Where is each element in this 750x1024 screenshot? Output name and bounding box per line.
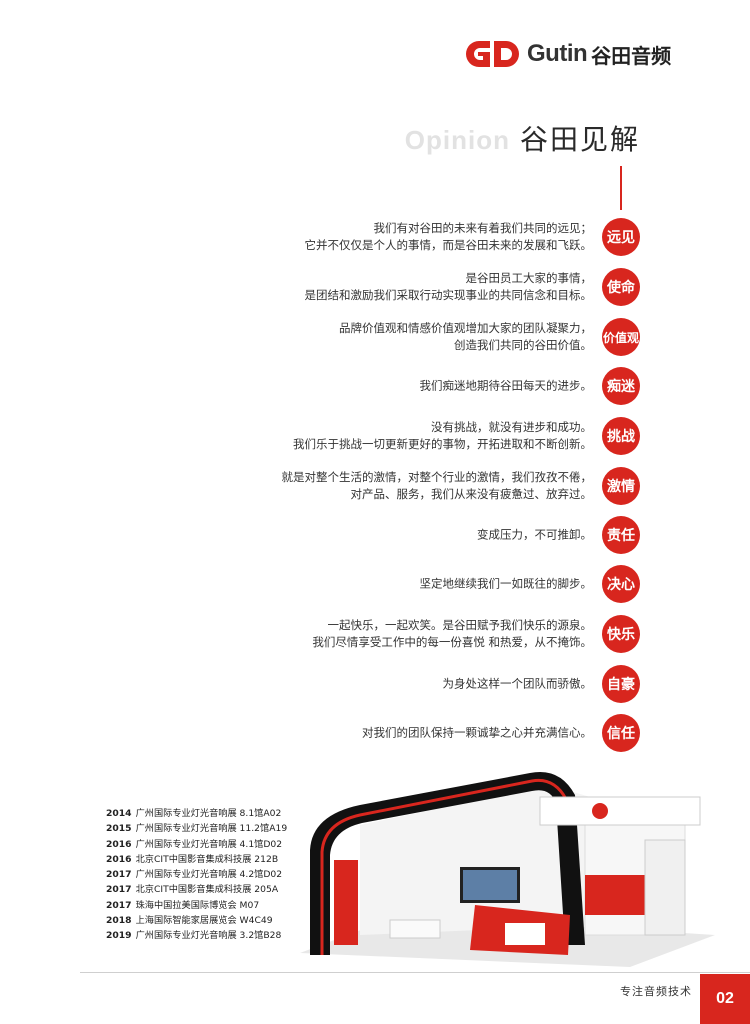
value-badge: 挑战: [602, 417, 640, 455]
page-number: 02: [700, 974, 750, 1024]
value-description: 就是对整个生活的激情，对整个行业的激情，我们孜孜不倦， 对产品、服务，我们从来没有…: [282, 469, 593, 503]
value-description: 坚定地继续我们一如既往的脚步。: [420, 576, 593, 593]
value-description-line: 变成压力，不可推卸。: [477, 527, 592, 542]
value-description-line: 它并不仅仅是个人的事情，而是谷田未来的发展和飞跃。: [304, 238, 593, 252]
value-badge: 责任: [602, 516, 640, 554]
exhibition-name: 珠海中国拉美国际博览会 M07: [135, 899, 260, 911]
value-description: 对我们的团队保持一颗诚挚之心并充满信心。: [362, 725, 592, 742]
value-description-line: 品牌价值观和情感价值观增加大家的团队凝聚力，: [339, 321, 592, 335]
value-description-line: 我们有对谷田的未来有着我们共同的远见；: [373, 221, 593, 235]
value-badge: 远见: [602, 218, 640, 256]
value-badge: 价值观: [602, 318, 640, 356]
exhibition-year: 2017: [106, 869, 132, 881]
value-description-line: 我们乐于挑战一切更新更好的事物，开拓进取和不断创新。: [293, 437, 592, 451]
footer-tagline: 专注音频技术: [620, 985, 692, 998]
value-description-line: 对产品、服务，我们从来没有疲惫过、放弃过。: [350, 487, 593, 501]
value-row: 就是对整个生活的激情，对整个行业的激情，我们孜孜不倦， 对产品、服务，我们从来没有…: [0, 465, 750, 507]
exhibition-year: 2019: [106, 930, 132, 942]
heading-english: Opinion: [404, 125, 510, 155]
value-description-line: 我们尽情享受工作中的每一份喜悦 和热爱，从不掩饰。: [312, 635, 592, 649]
value-description-line: 坚定地继续我们一如既往的脚步。: [419, 576, 593, 591]
value-description-line: 为身处这样一个团队而骄傲。: [442, 676, 593, 691]
exhibition-year: 2017: [106, 884, 132, 896]
value-description-line: 创造我们共同的谷田价值。: [454, 338, 592, 352]
exhibition-name: 北京CIT中国影音集成科技展 212B: [135, 853, 279, 865]
exhibition-year: 2015: [106, 823, 132, 835]
exhibition-name: 上海国际智能家居展览会 W4C49: [135, 915, 273, 927]
value-row: 一起快乐，一起欢笑。是谷田赋予我们快乐的源泉。我们尽情享受工作中的每一份喜悦 和…: [0, 613, 750, 655]
value-description: 为身处这样一个团队而骄傲。: [443, 676, 593, 693]
value-row: 品牌价值观和情感价值观增加大家的团队凝聚力， 创造我们共同的谷田价值。价值观: [0, 316, 750, 358]
value-description: 我们有对谷田的未来有着我们共同的远见； 它并不仅仅是个人的事情，而是谷田未来的发展…: [305, 220, 593, 254]
value-badge: 激情: [602, 467, 640, 505]
exhibition-name: 广州国际专业灯光音响展 8.1馆A02: [135, 808, 282, 819]
red-divider-line: [620, 166, 622, 210]
exhibition-name: 广州国际专业灯光音响展 4.2馆D02: [135, 869, 283, 881]
value-description-line: 没有挑战，就没有进步和成功。: [431, 420, 592, 434]
value-description-line: 我们痴迷地期待谷田每天的进步。: [419, 378, 593, 393]
value-row: 没有挑战，就没有进步和成功。我们乐于挑战一切更新更好的事物，开拓进取和不断创新。…: [0, 415, 750, 457]
value-row: 我们有对谷田的未来有着我们共同的远见； 它并不仅仅是个人的事情，而是谷田未来的发展…: [0, 216, 750, 258]
value-description: 品牌价值观和情感价值观增加大家的团队凝聚力， 创造我们共同的谷田价值。: [339, 320, 592, 354]
value-description: 没有挑战，就没有进步和成功。我们乐于挑战一切更新更好的事物，开拓进取和不断创新。: [293, 419, 592, 453]
exhibition-year: 2018: [106, 915, 132, 927]
brand-name-en: Gutin: [527, 40, 588, 67]
value-row: 变成压力，不可推卸。责任: [0, 514, 750, 556]
exhibition-year: 2017: [106, 899, 132, 911]
value-badge: 快乐: [602, 615, 640, 653]
exhibition-name: 广州国际专业灯光音响展 11.2馆A19: [135, 823, 288, 835]
exhibition-name: 广州国际专业灯光音响展 4.1馆D02: [135, 838, 283, 850]
value-badge: 痴迷: [602, 367, 640, 405]
value-row: 对我们的团队保持一颗诚挚之心并充满信心。信任: [0, 712, 750, 754]
value-description-line: 是谷田员工大家的事情，: [465, 271, 593, 285]
brand-logo: Gutin 谷田音频: [463, 36, 703, 72]
exhibition-name: 广州国际专业灯光音响展 3.2馆B28: [135, 930, 282, 942]
brand-name-cn: 谷田音频: [591, 43, 672, 68]
exhibition-name: 北京CIT中国影音集成科技展 205A: [135, 884, 279, 896]
footer-divider: [80, 972, 750, 973]
value-description-line: 一起快乐，一起欢笑。是谷田赋予我们快乐的源泉。: [327, 618, 593, 632]
value-row: 为身处这样一个团队而骄傲。自豪: [0, 663, 750, 705]
value-description-line: 就是对整个生活的激情，对整个行业的激情，我们孜孜不倦，: [281, 470, 593, 484]
value-description: 变成压力，不可推卸。: [477, 527, 592, 544]
value-description: 是谷田员工大家的事情， 是团结和激励我们采取行动实现事业的共同信念和目标。: [305, 270, 593, 304]
value-badge: 决心: [602, 565, 640, 603]
value-badge: 自豪: [602, 665, 640, 703]
exhibition-year: 2016: [106, 853, 132, 865]
exhibition-booth-illustration: [300, 771, 715, 967]
value-description: 我们痴迷地期待谷田每天的进步。: [420, 378, 593, 395]
exhibition-year: 2014: [106, 808, 132, 819]
value-description-line: 对我们的团队保持一颗诚挚之心并充满信心。: [362, 725, 592, 740]
value-badge: 使命: [602, 268, 640, 306]
value-badge: 信任: [602, 714, 640, 752]
value-description: 一起快乐，一起欢笑。是谷田赋予我们快乐的源泉。我们尽情享受工作中的每一份喜悦 和…: [312, 617, 592, 651]
heading-chinese: 谷田见解: [519, 123, 640, 156]
value-row: 我们痴迷地期待谷田每天的进步。痴迷: [0, 365, 750, 407]
gd-logo-icon: [466, 41, 519, 67]
value-description-line: 是团结和激励我们采取行动实现事业的共同信念和目标。: [304, 288, 593, 302]
page-heading: Opinion 谷田见解: [405, 118, 640, 158]
value-row: 坚定地继续我们一如既往的脚步。决心: [0, 563, 750, 605]
value-row: 是谷田员工大家的事情， 是团结和激励我们采取行动实现事业的共同信念和目标。使命: [0, 266, 750, 308]
exhibition-year: 2016: [106, 838, 132, 850]
